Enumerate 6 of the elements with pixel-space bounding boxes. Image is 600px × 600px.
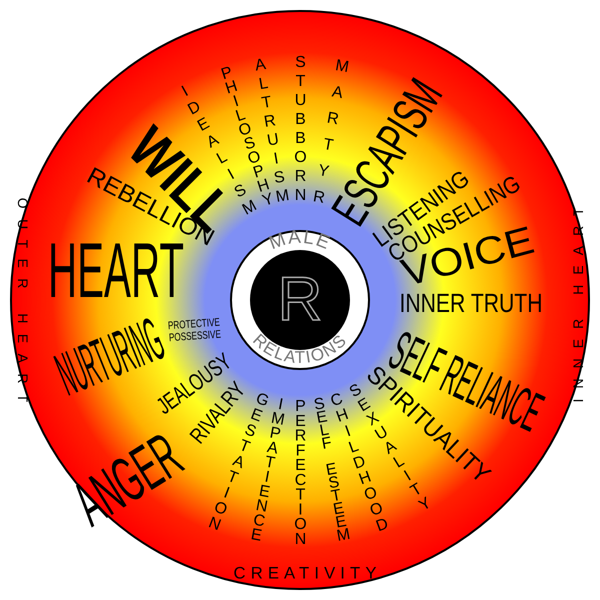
radial-word: STUBBORN bbox=[292, 54, 308, 204]
trait-word: CREATIVITY bbox=[232, 566, 382, 582]
trait-word: POSSESSIVE bbox=[168, 330, 222, 344]
radial-word: PERFECTION bbox=[292, 398, 308, 548]
center-letter: R bbox=[278, 269, 322, 331]
ring-word: MALE bbox=[266, 226, 334, 254]
